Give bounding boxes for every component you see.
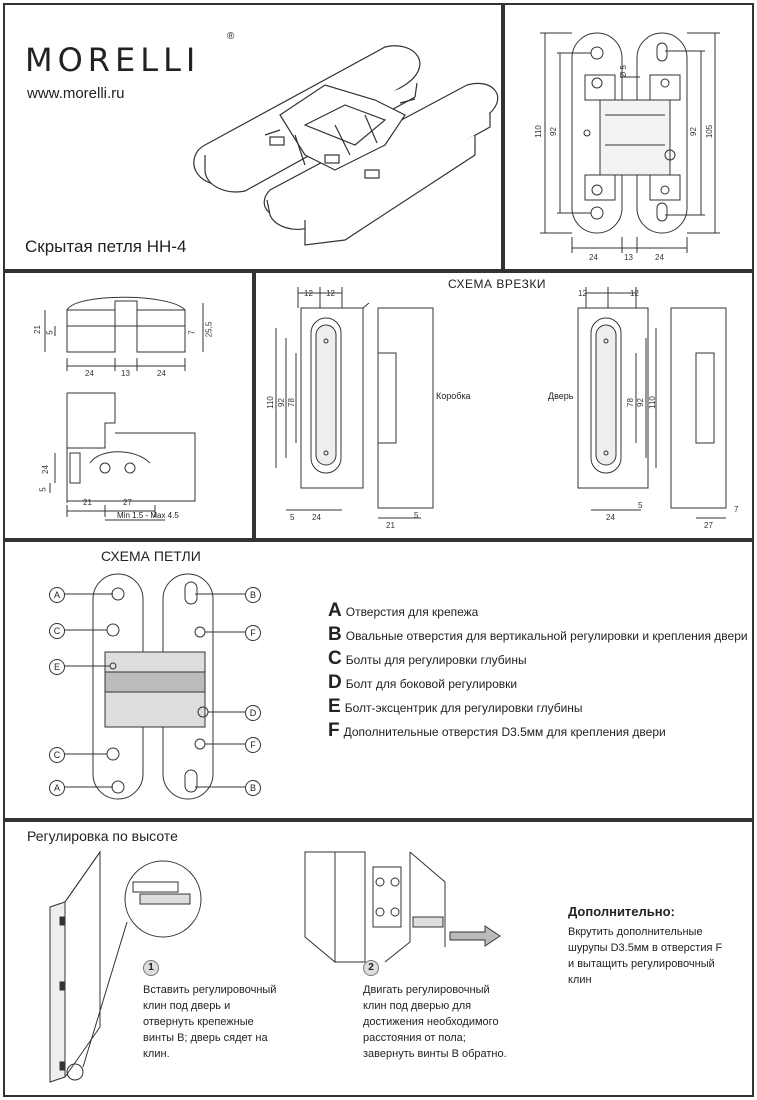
callout-a-bottom: A — [49, 780, 65, 796]
legend-item-c: C Болты для регулировки глубины — [328, 648, 527, 670]
legend-text: Овальные отверстия для вертикальной регу… — [345, 629, 748, 643]
door-label: Дверь — [548, 391, 574, 401]
legend-item-d: D Болт для боковой регулировки — [328, 672, 517, 694]
door-dim-5: 5 — [638, 501, 643, 510]
callout-f-bottom: F — [245, 737, 261, 753]
dim-92-right: 92 — [688, 127, 698, 136]
dim-21-bottom: 21 — [83, 498, 92, 507]
legend-letter: E — [328, 696, 341, 717]
dim-24-vertical: 24 — [40, 465, 50, 474]
dim-min-max: Min 1.5 - Max 4.5 — [117, 511, 179, 520]
door-dim-12-b: 12 — [630, 289, 639, 298]
cut-dim-78: 78 — [286, 398, 296, 407]
callout-b-top: B — [245, 587, 261, 603]
legend-text: Дополнительные отверстия D3.5мм для креп… — [343, 725, 666, 739]
cut-dim-21: 21 — [386, 521, 395, 530]
dim-25-5: 25,5 — [204, 321, 214, 338]
frame-label: Коробка — [436, 391, 471, 401]
legend-letter: D — [328, 672, 342, 693]
cut-dim-92: 92 — [276, 398, 286, 407]
dim-105: 105 — [705, 124, 715, 139]
dim-5-vertical: 5 — [38, 487, 48, 492]
legend-list: A Отверстия для крепежа B Овальные отвер… — [328, 600, 748, 800]
hinge-scheme-title: СХЕМА ПЕТЛИ — [101, 548, 201, 564]
height-adjust-panel: Регулировка по высоте 1 Вставить — [3, 820, 754, 1097]
legend-item-e: E Болт-эксцентрик для регулировки глубин… — [328, 696, 583, 718]
dim-21: 21 — [32, 325, 42, 334]
dimension-drawing-panel: 110 92 92 105 Ø 5 24 13 24 — [503, 3, 754, 271]
callout-a-top: A — [49, 587, 65, 603]
legend-item-a: A Отверстия для крепежа — [328, 600, 478, 622]
step-1-badge: 1 — [143, 960, 159, 976]
dim-13: 13 — [121, 369, 130, 378]
website-link[interactable]: www.morelli.ru — [27, 85, 125, 102]
callout-b-bottom: B — [245, 780, 261, 796]
cut-scheme-title: СХЕМА ВРЕЗКИ — [448, 277, 546, 291]
legend-letter: F — [328, 720, 340, 741]
dim-5: 5 — [45, 330, 55, 335]
cut-scheme-panel: СХЕМА ВРЕЗКИ — [254, 271, 754, 540]
door-dim-78: 78 — [625, 398, 635, 407]
door-dim-12-a: 12 — [578, 289, 587, 298]
hinge-side-view — [44, 296, 204, 521]
callout-c-top: C — [49, 623, 65, 639]
cut-scheme-drawing — [275, 287, 727, 519]
extra-text: Вкрутить дополнительные шурупы D3.5мм в … — [568, 926, 723, 986]
registered-mark: ® — [227, 31, 235, 42]
dim-24-b: 24 — [157, 369, 166, 378]
step-2-text: Двигать регулировочный клин под дверью д… — [363, 984, 507, 1060]
legend-item-b: B Овальные отверстия для вертикальной ре… — [328, 624, 748, 646]
dim-24-right: 24 — [655, 253, 664, 262]
dim-7: 7 — [187, 330, 197, 335]
height-adjust-illustration — [49, 850, 501, 1083]
dim-phi5: Ø 5 — [618, 65, 628, 78]
callout-f-top: F — [245, 625, 261, 641]
legend-text: Болты для регулировки глубины — [345, 653, 527, 667]
cut-dim-12-a: 12 — [304, 289, 313, 298]
legend-letter: A — [328, 600, 342, 621]
cut-dim-5-b: 5 — [414, 511, 419, 520]
dim-27-bottom: 27 — [123, 498, 132, 507]
dim-13: 13 — [624, 253, 633, 262]
callout-c-bottom: C — [49, 747, 65, 763]
legend-letter: C — [328, 648, 342, 669]
callout-e: E — [49, 659, 65, 675]
side-view-panel: 21 5 7 25,5 24 13 24 24 5 21 27 Min 1.5 … — [3, 271, 254, 540]
step-2-badge: 2 — [363, 960, 379, 976]
hinge-front-view — [540, 32, 720, 253]
legend-letter: B — [328, 624, 342, 645]
product-title: Скрытая петля НН-4 — [25, 237, 187, 256]
door-dim-27: 27 — [704, 521, 713, 530]
door-dim-7: 7 — [734, 505, 739, 514]
header-panel: MORELLI ® www.morelli.ru Скрытая петля Н… — [3, 3, 503, 271]
hinge-scheme-drawing — [63, 573, 245, 800]
callout-d: D — [245, 705, 261, 721]
cut-dim-110: 110 — [265, 396, 275, 409]
legend-item-f: F Дополнительные отверстия D3.5мм для кр… — [328, 720, 666, 742]
dim-24-a: 24 — [85, 369, 94, 378]
dim-110: 110 — [533, 125, 543, 138]
door-dim-110: 110 — [647, 396, 657, 409]
legend-text: Отверстия для крепежа — [345, 605, 479, 619]
dim-24-left: 24 — [589, 253, 598, 262]
hinge-scheme-panel: СХЕМА ПЕТЛИ A C E — [3, 540, 754, 820]
dim-92-left: 92 — [548, 127, 558, 136]
cut-dim-24: 24 — [312, 513, 321, 522]
extra-title: Дополнительно: — [568, 904, 675, 919]
cut-dim-5: 5 — [290, 513, 295, 522]
step-1-text: Вставить регулировочный клин под дверь и… — [143, 984, 277, 1060]
height-adjust-title: Регулировка по высоте — [27, 828, 178, 844]
door-dim-92: 92 — [635, 398, 645, 407]
cut-dim-12-b: 12 — [326, 289, 335, 298]
legend-text: Болт-эксцентрик для регулировки глубины — [344, 701, 583, 715]
brand-logo: MORELLI — [25, 41, 201, 79]
door-dim-24: 24 — [606, 513, 615, 522]
hinge-3d-illustration — [193, 45, 499, 246]
legend-text: Болт для боковой регулировки — [345, 677, 518, 691]
